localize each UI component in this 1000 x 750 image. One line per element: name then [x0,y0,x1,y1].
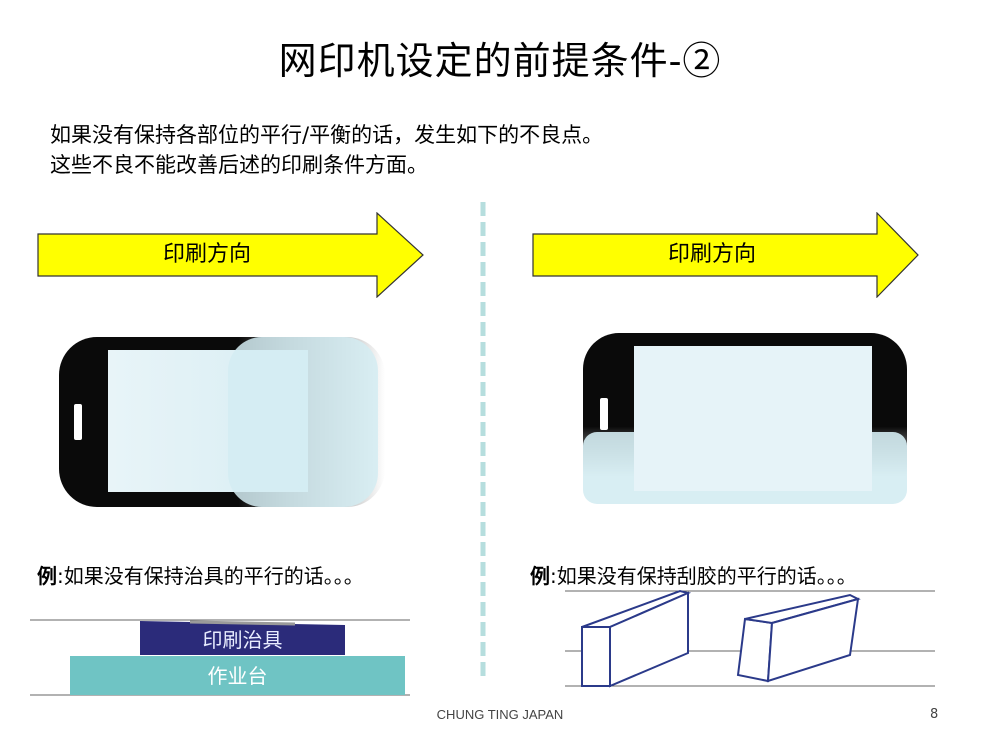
right-example-text: 例:如果没有保持刮胶的平行的话。。。 [530,560,857,589]
left-example-text: 例:如果没有保持治具的平行的话。。。 [37,560,364,589]
right-example-body: :如果没有保持刮胶的平行的话。。。 [550,564,857,588]
right-print-direction-arrow: 印刷方向 [532,212,922,298]
left-example-lead: 例 [37,564,57,588]
left-example-body: :如果没有保持治具的平行的话。。。 [57,564,364,588]
intro-line-2: 这些不良不能改善后述的印刷条件方面。 [50,153,428,177]
jig-label: 印刷治具 [202,628,283,652]
panel-divider [480,202,486,682]
squeegee-diagram [560,585,940,695]
intro-line-1: 如果没有保持各部位的平行/平衡的话，发生如下的不良点。 [50,123,604,147]
left-arrow-label: 印刷方向 [162,242,251,267]
intro-text: 如果没有保持各部位的平行/平衡的话，发生如下的不良点。 这些不良不能改善后述的印… [50,120,603,180]
right-example-lead: 例 [530,564,550,588]
left-print-direction-arrow: 印刷方向 [37,212,427,298]
jig-table-diagram: 印刷治具 作业台 [30,615,410,705]
footer-company: CHUNG TING JAPAN [436,707,564,722]
right-phone-diagram [582,332,912,512]
right-arrow-label: 印刷方向 [667,242,756,267]
table-label: 作业台 [207,664,268,688]
page-number: 8 [930,707,939,722]
left-phone-diagram [58,336,388,516]
page-title: 网印机设定的前提条件-② [278,39,722,83]
